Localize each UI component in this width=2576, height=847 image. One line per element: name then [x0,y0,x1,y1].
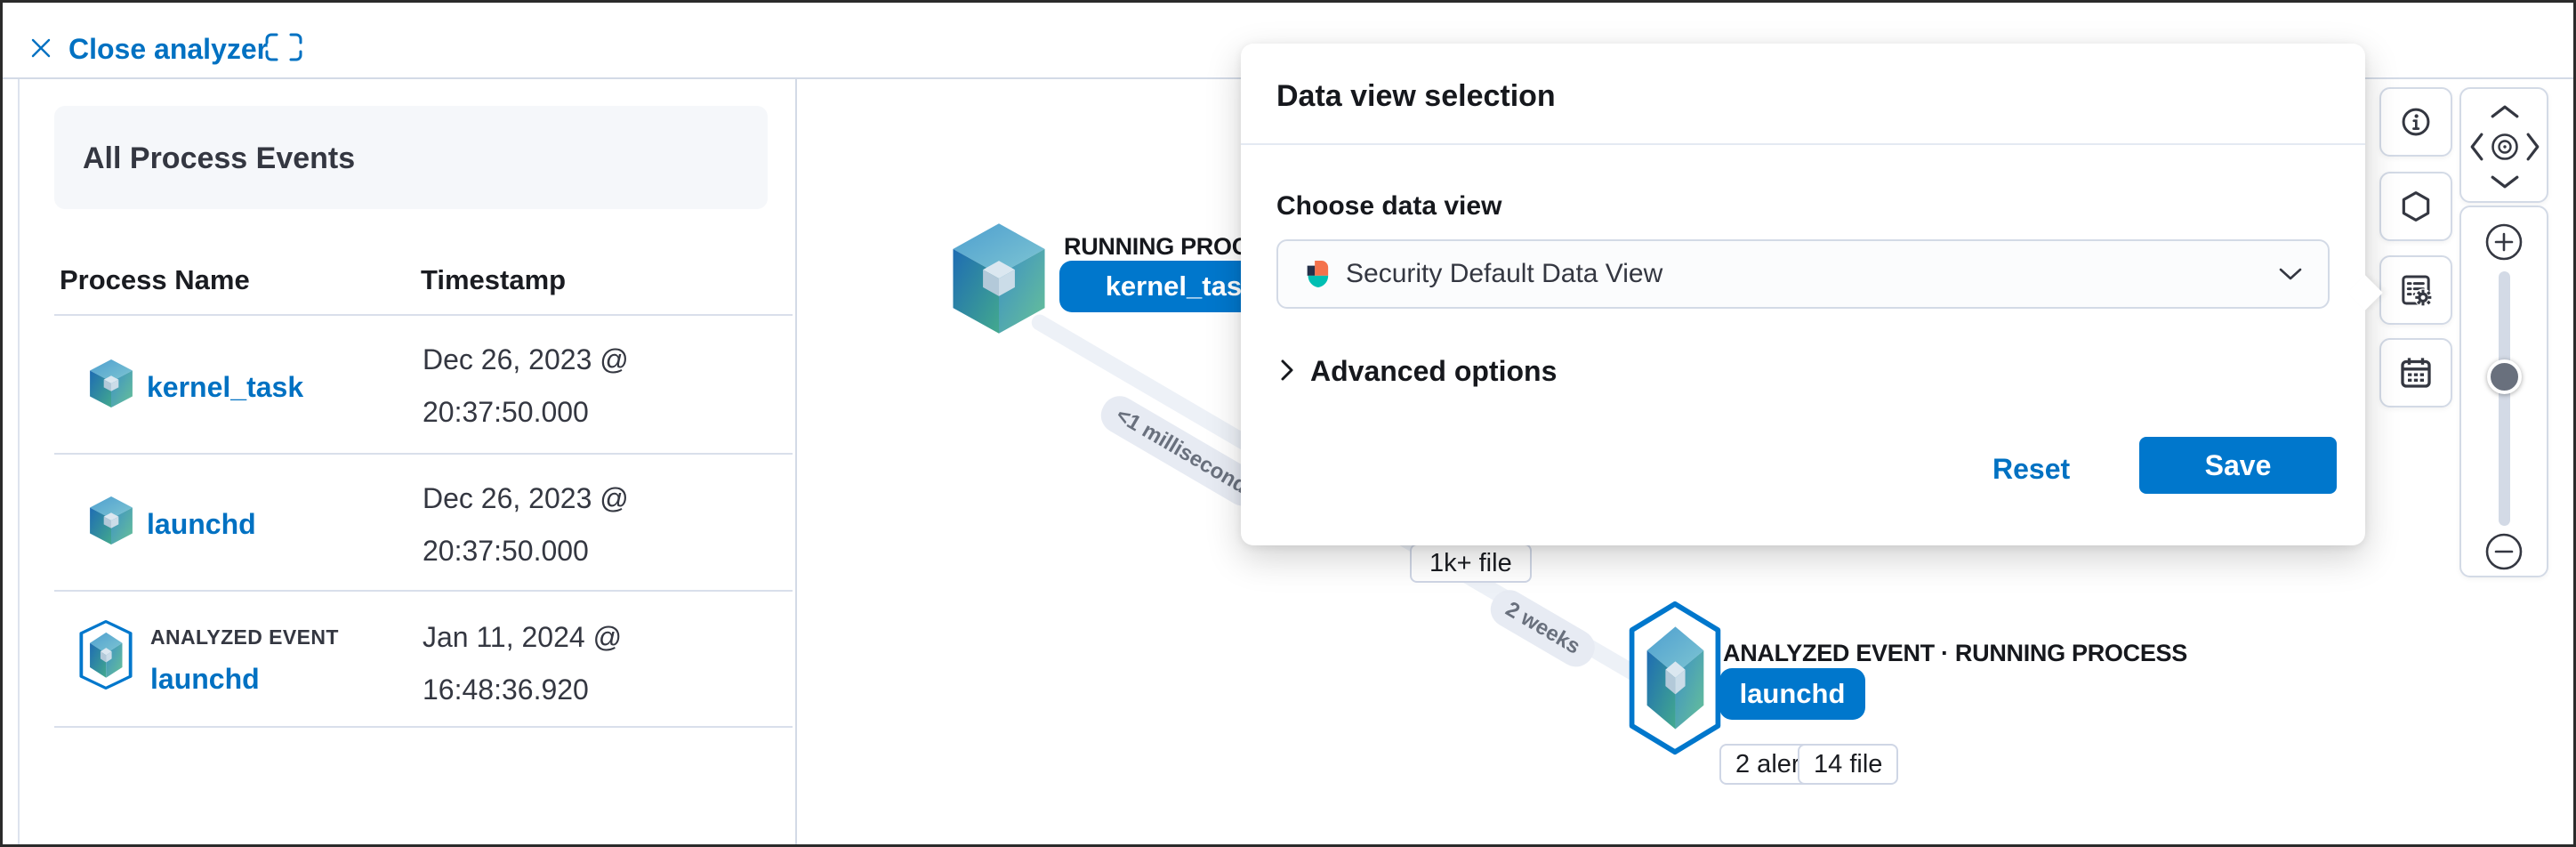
zoom-slider-track[interactable] [2499,271,2510,526]
column-header-timestamp: Timestamp [421,264,567,295]
node-type-label: ANALYZED EVENT · RUNNING PROCESS [1723,640,2187,666]
timestamp-line1: Jan 11, 2024 @ [423,621,623,653]
hexagon-icon [2402,191,2430,222]
schema-hexagon-button[interactable] [2379,172,2452,241]
edge-duration-label: 2 weeks [1484,583,1602,674]
data-view-select[interactable]: Security Default Data View [1276,239,2330,309]
data-view-settings-button[interactable] [2379,255,2452,325]
column-header-process-name: Process Name [60,264,250,295]
zoom-control-panel [2459,206,2548,577]
info-icon [2402,108,2430,136]
date-picker-button[interactable] [2379,338,2452,407]
choose-data-view-label: Choose data view [1276,191,1502,221]
popover-title: Data view selection [1276,79,1556,113]
process-link[interactable]: launchd [150,663,260,695]
timestamp-cell: Jan 11, 2024 @ 16:48:36.920 [423,611,622,716]
calendar-icon [2401,358,2431,388]
process-cube-icon [90,496,133,545]
node-name-pill[interactable]: launchd [1719,668,1865,720]
process-node-cube-icon[interactable] [949,222,1049,335]
zoom-in-icon[interactable] [2483,222,2524,262]
popover-header-divider [1241,143,2365,145]
data-view-settings-icon [2402,275,2432,307]
close-analyzer-link[interactable]: Close analyzer [68,33,269,65]
chevron-down-icon [2279,268,2302,280]
timestamp-line2: 20:37:50.000 [423,535,589,567]
selected-data-view: Security Default Data View [1346,259,1663,288]
chevron-left-icon[interactable] [2469,132,2484,162]
data-view-selection-popover: Data view selection Choose data view Sec… [1241,44,2365,545]
chevron-right-icon[interactable] [2525,132,2540,162]
advanced-options-toggle[interactable]: Advanced options [1310,355,1558,387]
chevron-right-icon[interactable] [1280,359,1294,382]
table-divider [54,453,793,455]
timestamp-line2: 16:48:36.920 [423,674,589,706]
table-divider [54,726,793,728]
sidebar-title-box [54,106,768,209]
table-divider [54,314,793,316]
analyzed-event-badge: ANALYZED EVENT [150,625,339,649]
timestamp-cell: Dec 26, 2023 @ 20:37:50.000 [423,472,629,577]
table-divider [54,590,793,592]
pan-control-panel [2459,87,2548,203]
node-legend-info-button[interactable] [2379,87,2452,157]
file-count-pill[interactable]: 14 file [1798,744,1899,785]
sidebar-left-border [18,79,20,844]
center-target-icon[interactable] [2487,129,2523,165]
analyzed-event-hexagon-cube-icon [79,619,133,690]
file-count-pill[interactable]: 1k+ file [1410,544,1532,583]
chevron-down-icon[interactable] [2490,174,2520,190]
process-link[interactable]: kernel_task [147,371,304,403]
security-logo-icon [1307,261,1329,287]
sidebar-title: All Process Events [83,141,356,175]
chevron-up-icon[interactable] [2490,104,2520,119]
analyzed-event-node-icon[interactable] [1625,597,1725,759]
save-button[interactable]: Save [2139,437,2337,494]
timestamp-line1: Dec 26, 2023 @ [423,343,629,375]
close-icon[interactable] [29,36,52,60]
panel-graph-divider [795,79,797,844]
process-link[interactable]: launchd [147,508,256,540]
zoom-slider-thumb[interactable] [2487,359,2522,394]
zoom-out-icon[interactable] [2483,531,2524,572]
reset-button[interactable]: Reset [1992,453,2071,485]
process-cube-icon [90,359,133,408]
timestamp-line1: Dec 26, 2023 @ [423,482,629,514]
timestamp-cell: Dec 26, 2023 @ 20:37:50.000 [423,334,629,439]
fullscreen-icon[interactable] [264,32,303,62]
timestamp-line2: 20:37:50.000 [423,396,589,428]
